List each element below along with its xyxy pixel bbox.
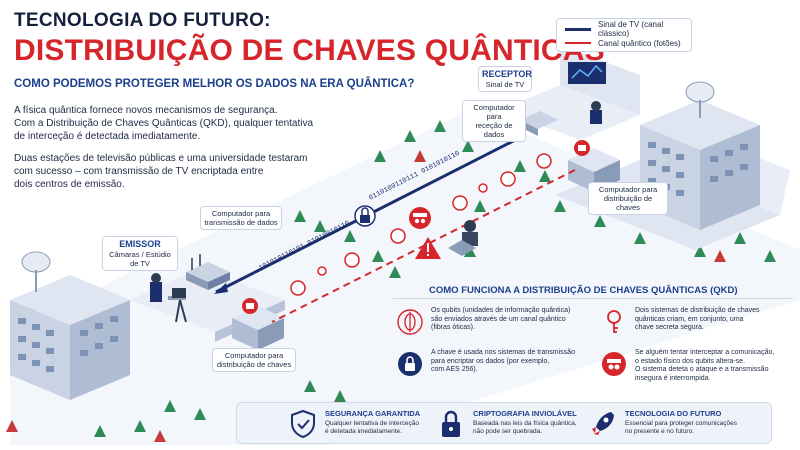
feature-title: SEGURANÇA GARANTIDA xyxy=(325,409,421,418)
intro-line: dois centros de emissão. xyxy=(14,179,125,190)
receiver-key-line: Computador para xyxy=(598,185,658,194)
feature-security: SEGURANÇA GARANTIDA Qualquer tentativa d… xyxy=(289,407,449,441)
rocket-icon xyxy=(592,412,614,435)
receiver-subtitle: Sinal de TV xyxy=(485,80,525,89)
legend-item-tv: Sinal de TV (canal clássico) xyxy=(565,20,683,38)
legend-label-quantum: Canal quântico (fotões) xyxy=(598,38,681,48)
legend-label-tv: Sinal de TV (canal clássico) xyxy=(598,20,664,38)
spy-icon xyxy=(409,207,431,229)
emitter-subtitle-line: de TV xyxy=(130,259,150,268)
page-subtitle: COMO PODEMOS PROTEGER MELHOR OS DADOS NA… xyxy=(14,78,415,90)
legend: Sinal de TV (canal clássico) Canal quânt… xyxy=(556,18,692,52)
qkd-divider xyxy=(393,298,793,299)
emitter-title: EMISSOR xyxy=(119,239,161,249)
receiver-computer-line: Computador para xyxy=(473,103,515,121)
legend-swatch-tv xyxy=(565,27,591,31)
emitter-key-computer-label: Computador para distribuição de chaves xyxy=(212,348,296,372)
qubit-icon xyxy=(397,309,423,335)
qkd-panel: COMO FUNCIONA A DISTRIBUIÇÃO DE CHAVES Q… xyxy=(393,285,793,405)
intro-line: Duas estações de televisão públicas e um… xyxy=(14,153,308,164)
legend-item-quantum: Canal quântico (fotões) xyxy=(565,36,683,50)
intro-paragraph-1: A física quântica fornece novos mecanism… xyxy=(14,104,434,143)
receiver-computer-label: Computador para receção de dados xyxy=(462,100,526,142)
emitter-subtitle-line: Câmaras / Estúdio xyxy=(109,250,171,259)
intro-line: Com a Distribuição de Chaves Quânticas (… xyxy=(14,118,314,129)
spy-icon xyxy=(602,352,626,376)
receiver-computer-line: receção de dados xyxy=(475,121,513,139)
tv-signal-arrow xyxy=(214,283,228,294)
receiver-label: RECEPTOR Sinal de TV xyxy=(478,66,532,92)
receiver-title: RECEPTOR xyxy=(482,69,532,79)
intro-line: A física quântica fornece novos mecanism… xyxy=(14,105,278,116)
shield-check-icon xyxy=(291,409,315,439)
lock-icon xyxy=(398,352,422,376)
receiver-key-line: distribuição de chaves xyxy=(603,194,653,212)
emitter-building xyxy=(10,251,130,400)
transmit-computer-label: Computador para transmissão de dados xyxy=(200,206,282,230)
emitter-label: EMISSOR Câmaras / Estúdio de TV xyxy=(102,236,178,271)
emitter-key-line: distribuição de chaves xyxy=(216,360,292,369)
intro-paragraph-2: Duas estações de televisão públicas e um… xyxy=(14,152,434,191)
feature-title: TECNOLOGIA DO FUTURO xyxy=(625,409,722,418)
qkd-title: COMO FUNCIONA A DISTRIBUIÇÃO DE CHAVES Q… xyxy=(429,285,738,296)
qkd-step-intercept: Se alguém tentar interceptar a comunicaç… xyxy=(597,349,787,399)
feature-future: TECNOLOGIA DO FUTURO Essencial para prot… xyxy=(589,407,759,441)
feature-body: Baseada nas leis da física quântica,não … xyxy=(473,420,577,435)
header-line-1: TECNOLOGIA DO FUTURO: xyxy=(14,10,271,31)
qkd-step-encrypt: A chave é usada nos sistemas de transmis… xyxy=(393,349,583,389)
padlock-icon xyxy=(442,410,460,437)
feature-crypto: CRIPTOGRAFIA INVIOLÁVEL Baseada nas leis… xyxy=(437,407,597,441)
qubit-markers xyxy=(290,153,552,296)
qkd-step-qubits: Os qubits (unidades de informação quânti… xyxy=(393,307,583,347)
transmit-computer-line: Computador para xyxy=(211,209,271,218)
feature-bar: SEGURANÇA GARANTIDA Qualquer tentativa d… xyxy=(236,402,772,444)
feature-title: CRIPTOGRAFIA INVIOLÁVEL xyxy=(473,409,577,418)
qkd-step-text: Se alguém tentar interceptar a comunicaç… xyxy=(635,349,775,382)
qkd-step-text: A chave é usada nos sistemas de transmis… xyxy=(431,349,575,374)
hacker-figure xyxy=(448,220,478,256)
key-icon xyxy=(607,310,621,333)
emitter-key-server xyxy=(232,298,284,350)
qkd-step-text: Os qubits (unidades de informação quânti… xyxy=(431,307,571,332)
emitter-key-line: Computador para xyxy=(224,351,284,360)
receiver-key-computer-label: Computador para distribuição de chaves xyxy=(588,182,668,215)
intro-line: com sucesso – com transmissão de TV encr… xyxy=(14,166,264,177)
transmit-computer-line: transmissão de dados xyxy=(204,218,278,227)
legend-swatch-quantum xyxy=(565,42,591,44)
page-title: DISTRIBUIÇÃO DE CHAVES QUÂNTICAS xyxy=(14,34,605,67)
intro-line: de interceção é detectada imediatamente. xyxy=(14,131,201,142)
